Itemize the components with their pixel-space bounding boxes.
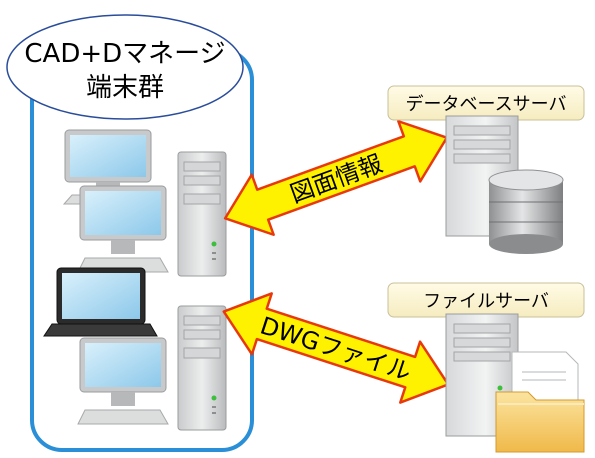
database-cylinder-icon (488, 169, 564, 254)
desktop-tower-icon (177, 305, 227, 431)
database-server-label: データベースサーバ (406, 94, 567, 115)
desktop-tower-icon (177, 151, 227, 277)
file-server-label: ファイルサーバ (423, 291, 549, 312)
desktop-monitor-icon (77, 337, 169, 425)
terminal-group-title-line1: CAD+Dマネージ (24, 39, 225, 69)
terminal-group-title-line2: 端末群 (86, 73, 164, 103)
laptop-icon (43, 267, 158, 337)
desktop-monitor-icon (77, 185, 169, 273)
folder-icon (495, 351, 585, 453)
terminal-group-title-bubble (6, 14, 244, 120)
drawing-info-arrow-label: 図面情報 (286, 149, 386, 208)
